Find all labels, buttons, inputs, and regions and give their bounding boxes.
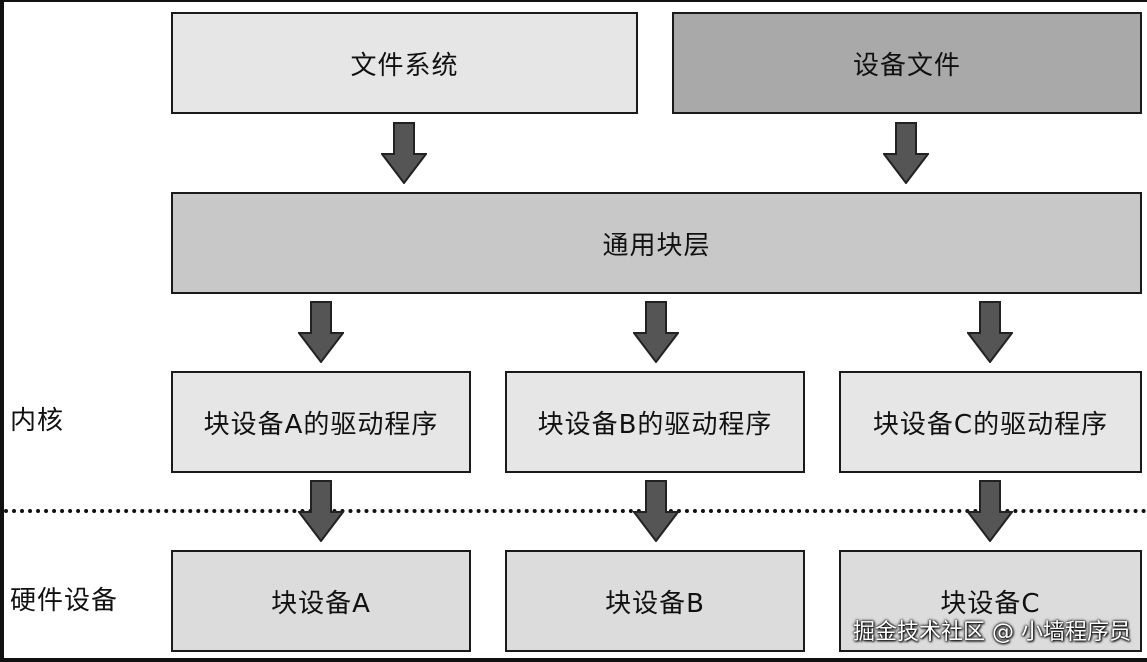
arrow-device-file-to-block-layer bbox=[883, 122, 929, 184]
device-c-box: 块设备C bbox=[839, 550, 1142, 652]
device-b-box: 块设备B bbox=[505, 550, 805, 652]
arrow-block-layer-to-driver-b bbox=[633, 301, 679, 363]
watermark: 掘金技术社区 @ 小墙程序员 bbox=[853, 620, 1131, 645]
device-file-label: 设备文件 bbox=[852, 50, 961, 81]
device-file-box: 设备文件 bbox=[672, 12, 1142, 114]
driver-b-box: 块设备B的驱动程序 bbox=[505, 371, 805, 473]
generic-block-layer-box: 通用块层 bbox=[171, 192, 1142, 294]
device-b-label: 块设备B bbox=[605, 588, 705, 619]
arrow-driver-b-to-device-b bbox=[633, 480, 679, 542]
arrow-block-layer-to-driver-c bbox=[967, 301, 1013, 363]
diagram-canvas: 文件系统 设备文件 通用块层 内核 块设备A的驱动程序 块设备B的驱动程序 块设… bbox=[4, 2, 1147, 658]
generic-block-layer-label: 通用块层 bbox=[602, 230, 711, 261]
device-a-label: 块设备A bbox=[271, 588, 371, 619]
arrow-block-layer-to-driver-a bbox=[298, 301, 344, 363]
kernel-label: 内核 bbox=[10, 406, 65, 436]
arrow-driver-a-to-device-a bbox=[298, 480, 344, 542]
filesystem-label: 文件系统 bbox=[350, 50, 459, 81]
filesystem-box: 文件系统 bbox=[171, 12, 638, 114]
kernel-hardware-divider bbox=[4, 509, 1147, 513]
driver-a-box: 块设备A的驱动程序 bbox=[171, 371, 471, 473]
arrow-filesystem-to-block-layer bbox=[381, 122, 427, 184]
driver-b-label: 块设备B的驱动程序 bbox=[537, 409, 773, 440]
device-a-box: 块设备A bbox=[171, 550, 471, 652]
arrow-driver-c-to-device-c bbox=[967, 480, 1013, 542]
driver-c-box: 块设备C的驱动程序 bbox=[839, 371, 1142, 473]
driver-a-label: 块设备A的驱动程序 bbox=[203, 409, 439, 440]
hardware-label: 硬件设备 bbox=[10, 586, 119, 616]
device-c-label: 块设备C bbox=[940, 588, 1041, 619]
driver-c-label: 块设备C的驱动程序 bbox=[872, 409, 1109, 440]
